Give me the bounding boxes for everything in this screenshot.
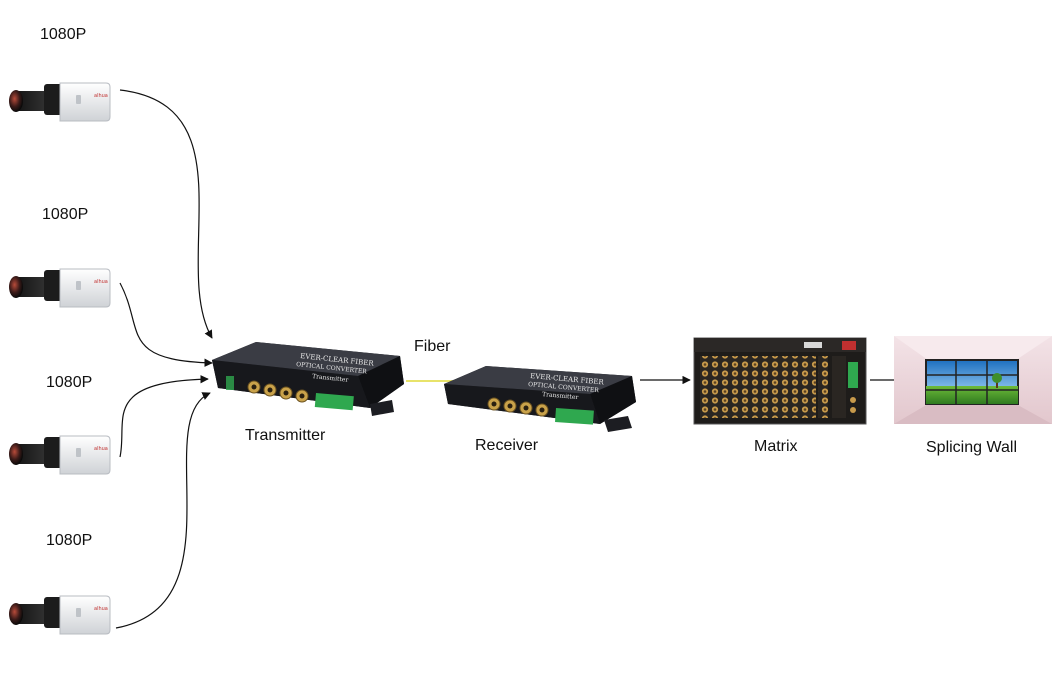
svg-text:Transmitter: Transmitter bbox=[542, 391, 579, 401]
camera-1-label: 1080P bbox=[40, 26, 87, 43]
svg-text:Transmitter: Transmitter bbox=[312, 373, 349, 384]
camera-1-icon bbox=[8, 82, 111, 122]
receiver-label: Receiver bbox=[475, 437, 539, 454]
fiber-label: Fiber bbox=[414, 338, 451, 355]
camera-3-icon bbox=[8, 435, 111, 475]
splicing-wall-device bbox=[894, 336, 1052, 424]
splicing-wall-label: Splicing Wall bbox=[926, 439, 1017, 456]
matrix-label: Matrix bbox=[754, 438, 798, 455]
receiver-device: EVER-CLEAR FIBER OPTICAL CONVERTER Trans… bbox=[444, 366, 636, 432]
camera-2-link bbox=[119, 282, 213, 367]
transmitter-device: EVER-CLEAR FIBER OPTICAL CONVERTER Trans… bbox=[212, 342, 404, 416]
camera-3-label: 1080P bbox=[46, 374, 93, 391]
camera-3-link bbox=[119, 375, 209, 458]
camera-4-icon bbox=[8, 595, 111, 635]
camera-4-link bbox=[115, 392, 211, 629]
camera-2-icon bbox=[8, 268, 111, 308]
camera-4-label: 1080P bbox=[46, 532, 93, 549]
transmitter-label: Transmitter bbox=[245, 427, 326, 444]
camera-1-link bbox=[119, 89, 213, 339]
camera-2-label: 1080P bbox=[42, 206, 89, 223]
matrix-device bbox=[693, 337, 867, 425]
